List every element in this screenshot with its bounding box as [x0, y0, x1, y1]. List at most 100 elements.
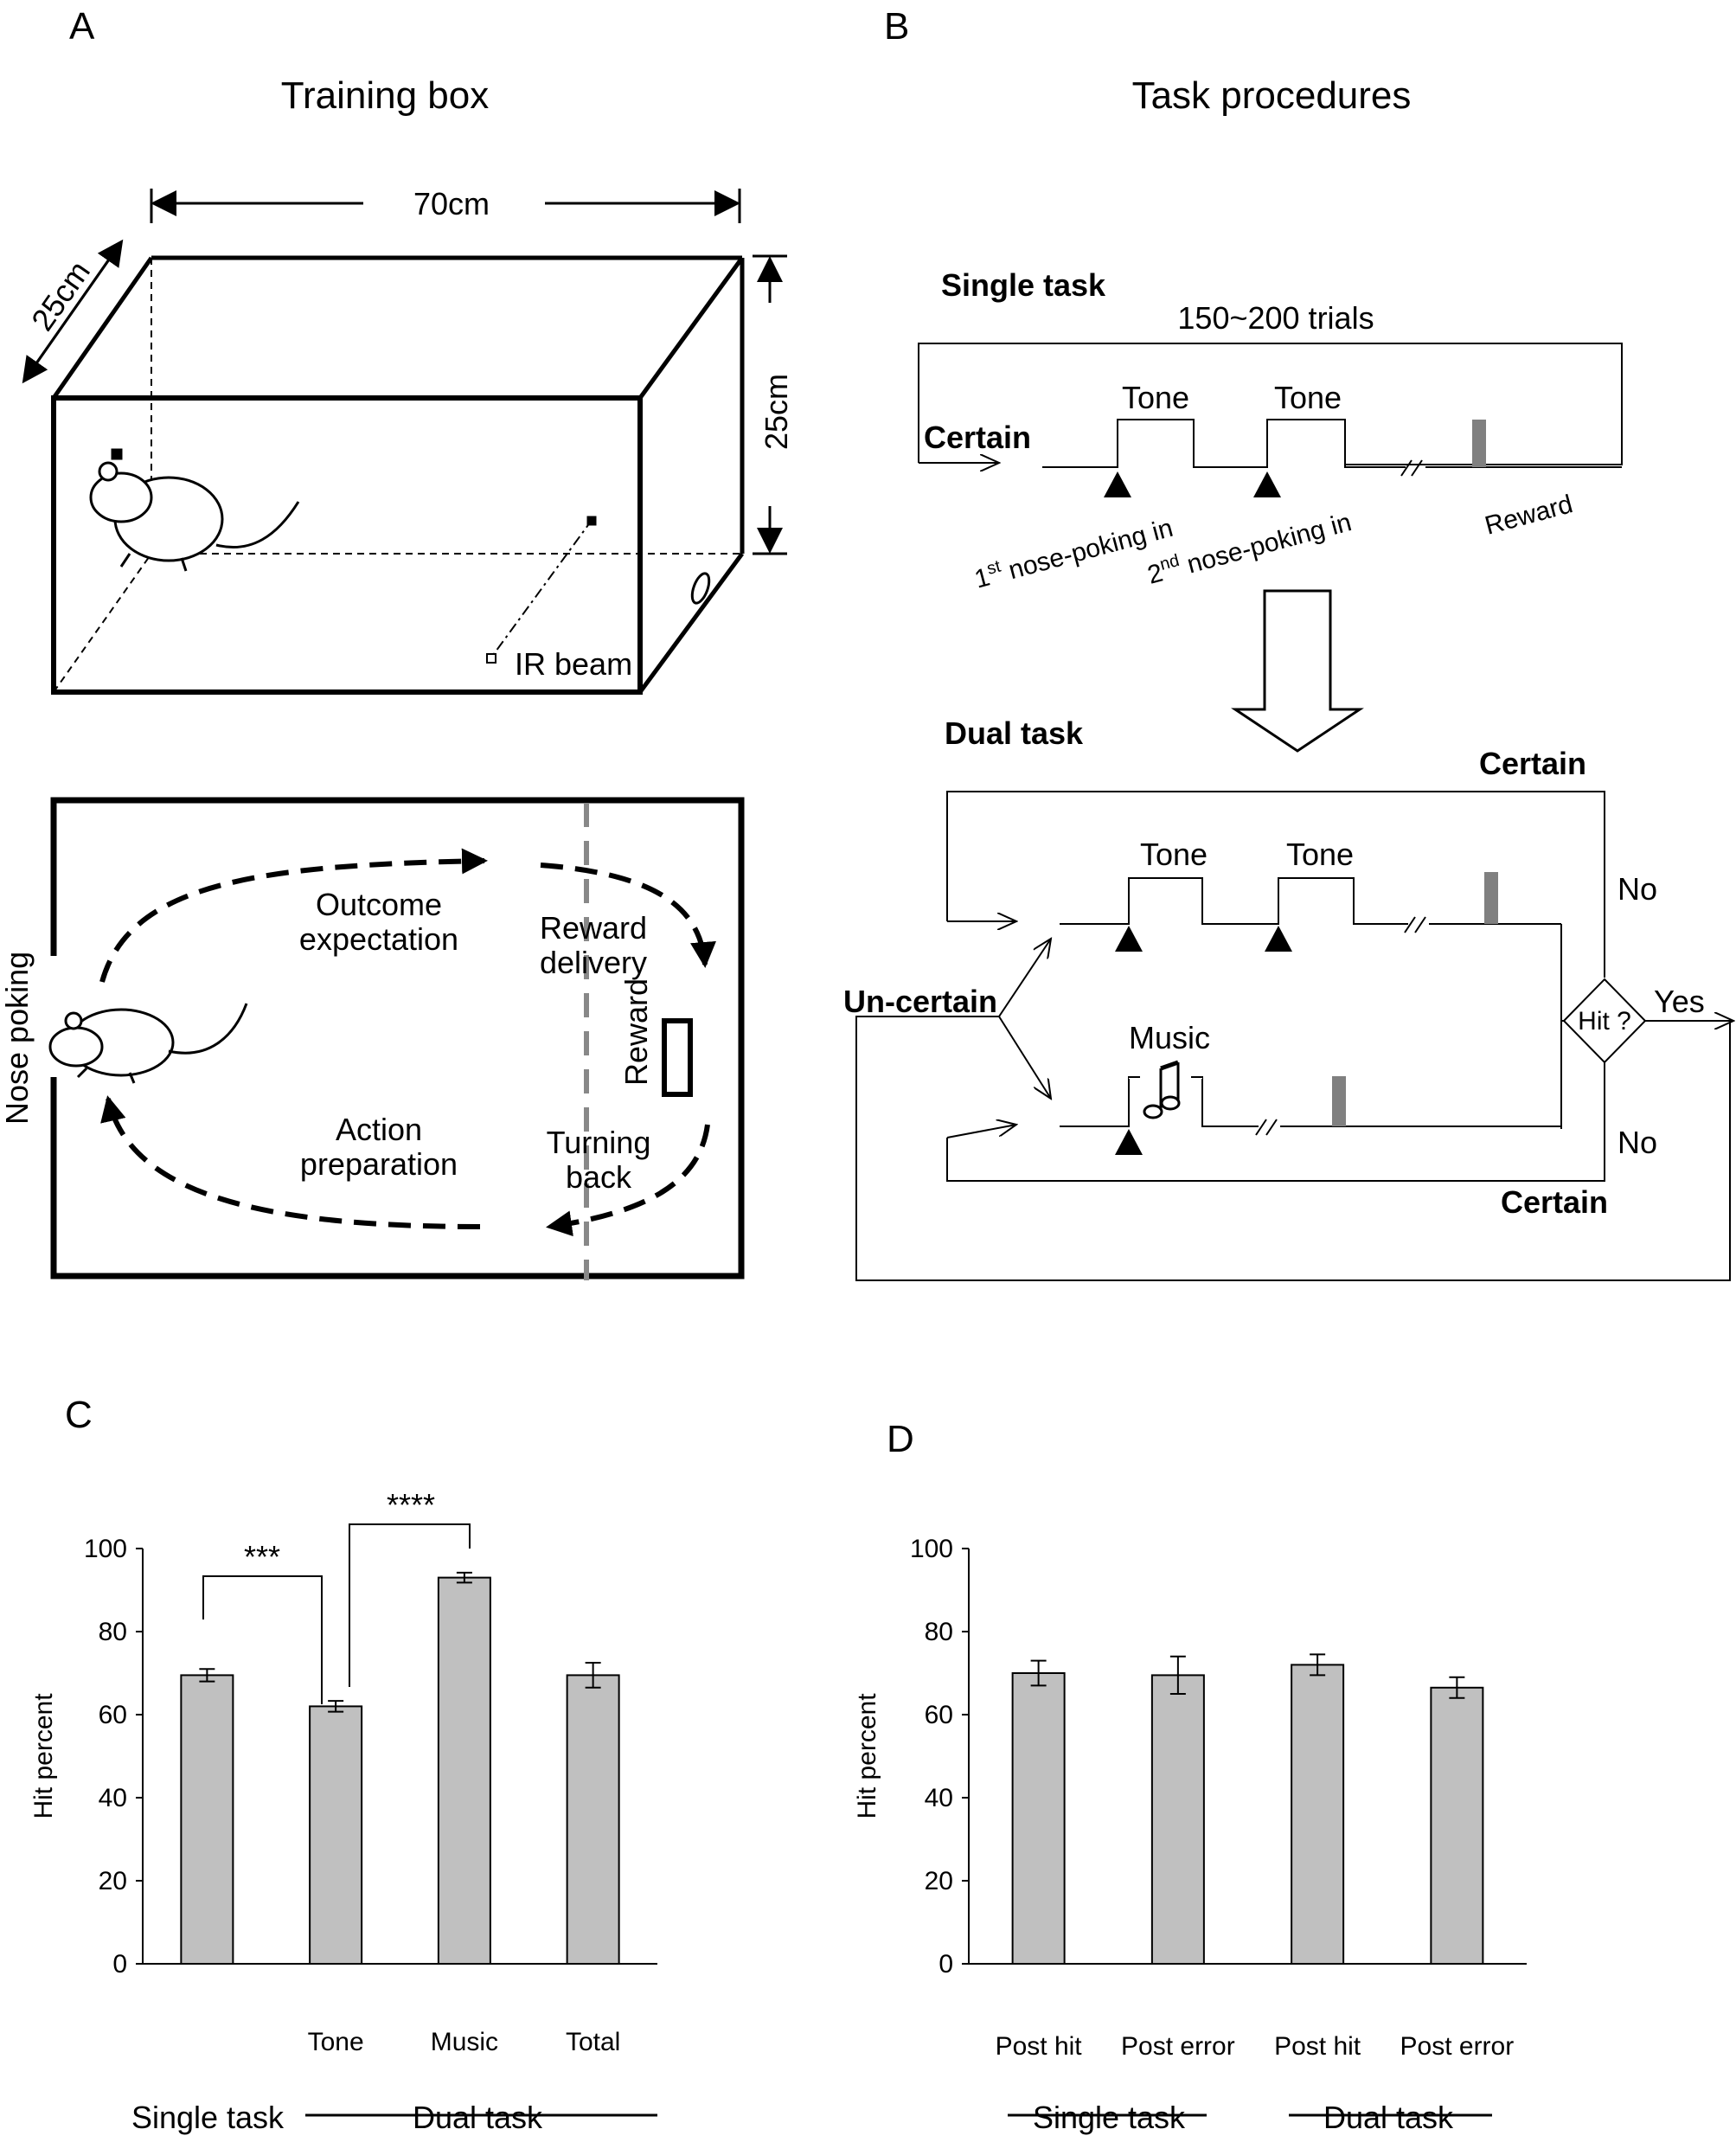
c-sig-bracket-2: [349, 1523, 471, 1687]
turning-back-label-2: back: [566, 1159, 632, 1195]
dual-tone-reward-bar: [1484, 872, 1498, 924]
c-y-axis-label: Hit percent: [29, 1693, 58, 1819]
single-tone-2: Tone: [1274, 380, 1342, 415]
action-label-1: Action: [336, 1112, 422, 1147]
trials-label: 150~200 trials: [1177, 300, 1374, 336]
outcome-expectation-arrow: [99, 848, 488, 983]
nose-poking-label: Nose poking: [0, 952, 35, 1125]
action-label-2: preparation: [300, 1146, 458, 1182]
panel-b-title: Task procedures: [1132, 74, 1412, 117]
single-certain-label: Certain: [924, 420, 1031, 455]
dim-length-label: 70cm: [413, 186, 490, 221]
c-dual-task-label: Dual task: [413, 2100, 543, 2135]
panel-letter-a: A: [69, 5, 95, 48]
c-category-label: Total: [566, 2028, 620, 2056]
c-single-task-label: Single task: [131, 2100, 285, 2135]
d-y-tick-label: 60: [925, 1701, 953, 1729]
outcome-label-2: expectation: [299, 921, 458, 957]
dual-certain-top-loop: [946, 791, 1605, 978]
dual-certain-bottom-loop: [946, 1060, 1605, 1182]
first-poke-label: 1st nose-poking in: [970, 511, 1175, 594]
no-top-label: No: [1617, 871, 1657, 907]
c-sig-label-2: ****: [387, 1487, 435, 1523]
c-y-tick-label: 0: [112, 1950, 127, 1978]
svg-text:2nd nose-poking in: 2nd nose-poking in: [1143, 505, 1354, 590]
action-preparation-arrow: [100, 1095, 481, 1229]
no-bottom-label: No: [1617, 1125, 1657, 1160]
outcome-label-1: Outcome: [316, 887, 442, 922]
ir-beam-label: IR beam: [515, 646, 632, 682]
c-category-label: Tone: [308, 2028, 364, 2056]
reward-port: [662, 1018, 693, 1097]
c-y-tick-label: 40: [99, 1784, 127, 1812]
panel-letter-d: D: [887, 1418, 914, 1460]
reward-delivery-arrow: [540, 863, 716, 968]
d-dual-task-label: Dual task: [1323, 2100, 1454, 2135]
second-poke-marker: [1253, 471, 1281, 497]
single-task-signal: [1042, 419, 1406, 468]
hit-decision-label: Hit ?: [1578, 1007, 1631, 1036]
single-tone-1: Tone: [1122, 380, 1189, 415]
c-bar: [437, 1576, 491, 1965]
d-bar: [1430, 1686, 1484, 1966]
reward-delivery-label-1: Reward: [540, 910, 647, 946]
c-y-tick-label: 20: [99, 1867, 127, 1895]
dual-certain-bottom-label: Certain: [1501, 1184, 1608, 1220]
panel-a: A Training box 70cm 25cm 25cm: [0, 5, 794, 1280]
panel-letter-b: B: [884, 5, 909, 48]
c-y-tick-label: 100: [84, 1535, 127, 1563]
dual-music-poke: [1115, 1129, 1143, 1155]
rat-illustration-bottom: [48, 1003, 248, 1084]
dim-depth-label: 25cm: [24, 254, 97, 337]
uncertain-music-branch: [998, 1016, 1051, 1099]
single-task-heading: Single task: [941, 267, 1106, 303]
rat-illustration-top: [89, 448, 300, 572]
d-bar: [1291, 1664, 1345, 1966]
d-category-label: Post hit: [996, 2032, 1083, 2061]
uncertain-tone-branch: [998, 939, 1051, 1017]
d-single-task-label: Single task: [1033, 2100, 1186, 2135]
d-y-tick-label: 100: [910, 1535, 953, 1563]
single-reward-bar: [1472, 420, 1486, 467]
c-bar: [566, 1674, 620, 1966]
c-y-tick-label: 60: [99, 1701, 127, 1729]
transition-arrow: [1231, 589, 1364, 753]
d-y-tick-label: 40: [925, 1784, 953, 1812]
c-bar: [180, 1674, 234, 1966]
d-y-axis-label: Hit percent: [853, 1693, 881, 1819]
first-poke-marker: [1104, 471, 1131, 497]
yes-label: Yes: [1654, 984, 1705, 1019]
panel-b: B Task procedures Single task 150~200 tr…: [843, 5, 1733, 1281]
dual-music-signal: [1060, 1076, 1259, 1127]
c-y-tick-label: 80: [99, 1618, 127, 1646]
dual-tone-poke-2: [1265, 926, 1292, 952]
d-y-tick-label: 80: [925, 1618, 953, 1646]
dual-task-heading: Dual task: [945, 715, 1084, 751]
d-bar: [1011, 1672, 1066, 1965]
d-category-label: Post error: [1121, 2032, 1235, 2061]
reward-vertical-label: Reward: [618, 978, 654, 1086]
training-box-3d: [51, 255, 745, 695]
turning-back-arrow: [546, 1124, 710, 1237]
panel-a-title: Training box: [281, 74, 490, 117]
dual-tone-1: Tone: [1140, 837, 1208, 872]
d-category-label: Post error: [1400, 2032, 1515, 2061]
panel-letter-c: C: [65, 1394, 93, 1436]
svg-text:1st nose-poking in: 1st nose-poking in: [970, 511, 1175, 594]
single-task-loop: [918, 343, 1623, 465]
music-note-icon: [1143, 1060, 1181, 1119]
c-bar: [309, 1705, 363, 1966]
dual-music-reward-bar: [1332, 1076, 1346, 1126]
c-category-label: Music: [431, 2028, 498, 2056]
music-label: Music: [1129, 1020, 1210, 1055]
c-sig-bracket-1: [202, 1575, 323, 1704]
dim-depth-arrow-down: [22, 241, 123, 384]
second-poke-label: 2nd nose-poking in: [1143, 505, 1355, 590]
hit-decision-diamond: [1562, 978, 1647, 1064]
turning-back-label-1: Turning: [547, 1125, 651, 1160]
